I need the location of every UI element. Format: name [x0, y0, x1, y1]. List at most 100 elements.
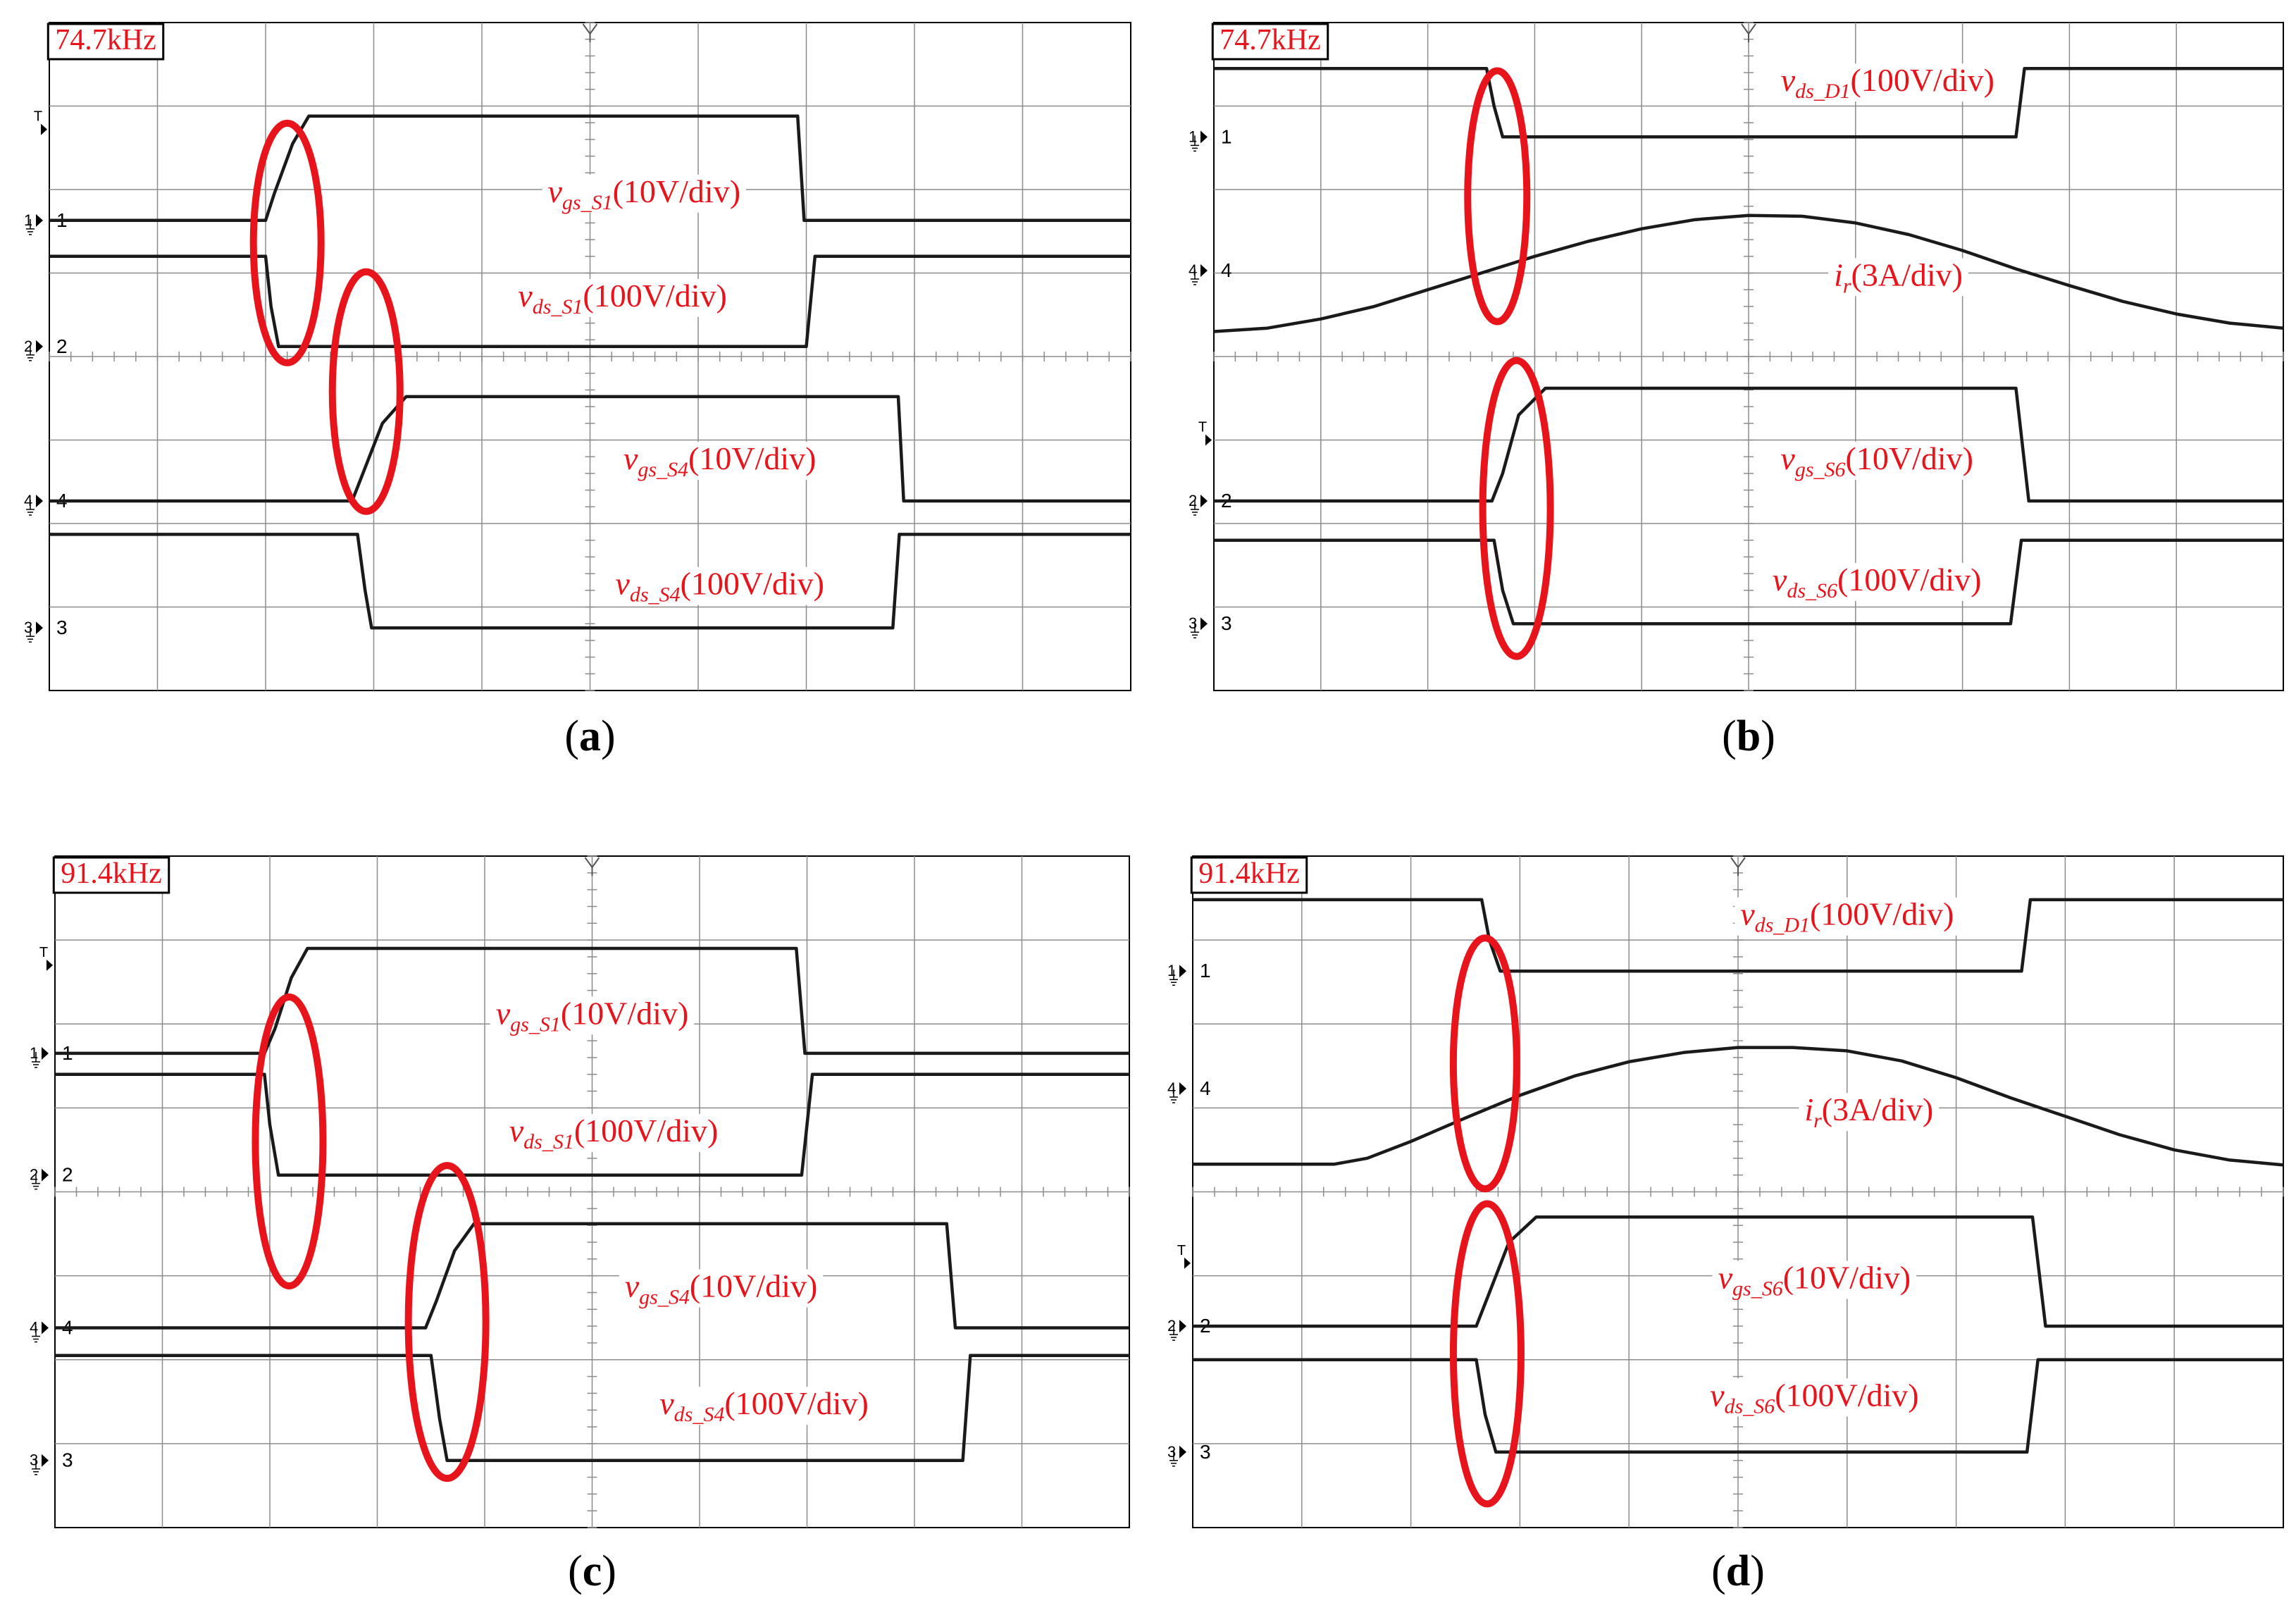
trigger-level-marker: T: [1177, 1243, 1191, 1269]
trace-label-sub: ds_S4: [674, 1403, 725, 1426]
panel-label-paren: (: [568, 1547, 583, 1595]
ground-icon: [1191, 135, 1199, 152]
trace-label-sub: gs_S6: [1732, 1277, 1783, 1300]
trace-label-unit: (100V/div): [583, 278, 726, 314]
channel-small-label: 2: [24, 338, 32, 355]
trace-line: [1193, 1215, 2283, 1328]
trace-label: vgs_S4(10V/div): [623, 440, 817, 481]
trace-label: vds_S6(100V/div): [1710, 1377, 1919, 1418]
channel-arrow-icon: [1179, 1445, 1186, 1459]
trace-label: ir(3A/div): [1834, 256, 1963, 297]
trace-label-unit: (10V/div): [561, 995, 688, 1031]
trace-label-sub: ds_S6: [1787, 579, 1837, 602]
frequency-box: [1211, 23, 1329, 61]
trace-label-main: v: [1780, 440, 1795, 476]
trace-label: ir(3A/div): [1804, 1091, 1933, 1132]
trigger-arrow-icon: [1205, 434, 1212, 446]
trace-label-sub: gs_S4: [638, 458, 688, 481]
channel-number: 4: [1221, 259, 1232, 281]
trace-label-main: v: [509, 1113, 524, 1149]
channel-arrow-icon: [36, 340, 43, 353]
channel-arrow-icon: [36, 495, 43, 508]
trigger-arrow-icon: [46, 959, 53, 971]
trace-label: vds_D1(100V/div): [1740, 896, 1954, 937]
panel-label: (d): [1711, 1547, 1765, 1595]
center-axis-ticks: [1213, 22, 2284, 691]
highlight-ellipse: [1479, 357, 1554, 660]
trace-label-unit: (100V/div): [574, 1113, 718, 1149]
ground-icon: [26, 626, 35, 643]
center-axis-ticks: [49, 22, 1131, 691]
trace-label-unit: (100V/div): [1851, 62, 1994, 98]
trace-line: [1214, 66, 2283, 139]
trace-label-main: v: [496, 995, 511, 1031]
panel-label-paren: ): [602, 1547, 616, 1595]
trace-label-unit: (10V/div): [1783, 1259, 1911, 1295]
ground-icon: [1191, 622, 1199, 638]
trace-label-sub: ds_D1: [1755, 914, 1810, 937]
channel-small-label: 2: [1167, 1317, 1176, 1335]
trace-label: vgs_S4(10V/div): [625, 1268, 818, 1308]
highlight-ellipse: [1464, 67, 1531, 326]
ground-icon: [32, 1459, 40, 1475]
channel-small-label: 3: [1167, 1443, 1176, 1461]
trigger-level-marker: T: [1198, 420, 1212, 446]
channel-arrow-icon: [42, 1321, 49, 1335]
channel-arrow-icon: [1200, 495, 1208, 508]
channel-number: 3: [1200, 1441, 1211, 1463]
trace-line: [1193, 898, 2283, 973]
panel-label: (b): [1722, 712, 1775, 760]
panel-label-paren: ): [1750, 1547, 1765, 1595]
highlight-ellipse: [1449, 934, 1520, 1193]
channel-small-label: 1: [30, 1044, 38, 1062]
channel-arrow-icon: [36, 621, 43, 635]
trace-label-main: v: [1710, 1377, 1725, 1413]
channel-number: 4: [1200, 1077, 1211, 1099]
trace-line: [1214, 386, 2283, 503]
ground-icon: [32, 1326, 40, 1343]
highlight-ellipse: [404, 1162, 490, 1482]
trace-label-backdrop: [609, 567, 830, 605]
trace-label-unit: (100V/div): [1837, 562, 1981, 598]
trace-label-main: v: [1773, 562, 1787, 598]
trace-label-backdrop: [512, 278, 733, 317]
panel-label-paren: (: [1711, 1547, 1726, 1595]
trace-label-main: v: [547, 173, 562, 209]
ground-icon: [32, 1051, 40, 1068]
trigger-level-label: T: [1177, 1243, 1186, 1258]
panel-label-paren: ): [601, 712, 616, 760]
trigger-level-label: T: [1198, 420, 1207, 435]
trace-label-main: v: [615, 566, 630, 602]
channel-number: 2: [56, 335, 68, 357]
center-axis-ticks: [1192, 855, 2284, 1528]
trace-label-sub: ds_S1: [533, 295, 583, 318]
trace-label-sub: gs_S1: [510, 1013, 561, 1036]
channel-arrow-icon: [42, 1168, 49, 1182]
trigger-position-marker: [1730, 857, 1746, 876]
trace-label: vds_S4(100V/div): [615, 566, 824, 607]
trace-label-unit: (10V/div): [1846, 440, 1973, 476]
trace-label-main: i: [1804, 1091, 1813, 1127]
trace-label-sub: ds_S4: [630, 583, 681, 607]
trace-label: vds_S6(100V/div): [1773, 562, 1982, 602]
trace-label-backdrop: [619, 1269, 824, 1308]
trace-line: [55, 1222, 1129, 1330]
panel-label-letter: a: [579, 712, 601, 760]
trace-label-backdrop: [654, 1387, 874, 1425]
channel-small-label: 1: [1167, 962, 1176, 979]
channel-small-label: 4: [1167, 1079, 1176, 1097]
trace-label-unit: (10V/div): [613, 173, 740, 209]
trace-label-sub: ds_S1: [523, 1130, 574, 1153]
trace-line: [49, 533, 1131, 630]
trace-label-main: v: [659, 1385, 674, 1421]
channel-small-label: 3: [30, 1451, 38, 1469]
channel-number: 3: [1221, 612, 1232, 634]
channel-number: 3: [62, 1449, 73, 1471]
trace-label-unit: (100V/div): [1810, 896, 1954, 932]
